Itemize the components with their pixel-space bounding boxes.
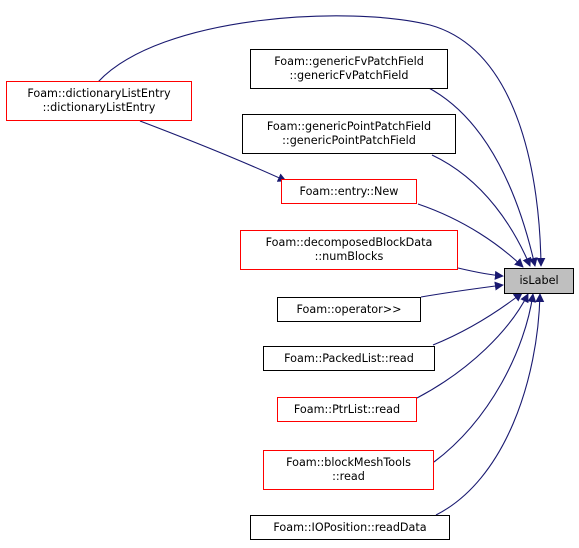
node-label-line1: Foam::genericFvPatchField — [274, 55, 424, 68]
node-label-line2: ::genericFvPatchField — [289, 69, 409, 82]
node-io-position-read-data[interactable]: Foam::IOPosition::readData — [250, 515, 450, 540]
node-entry-new[interactable]: Foam::entry::New — [281, 179, 417, 204]
edge-genericpointpatchfield-to-islabel — [431, 154, 532, 267]
edge-ioposition-readdata-to-islabel — [435, 293, 545, 516]
node-label-line2: ::genericPointPatchField — [282, 134, 416, 147]
node-target-label: isLabel — [519, 274, 559, 287]
edge-entry-new-to-islabel — [417, 203, 524, 268]
node-label-line1: Foam::operator>> — [296, 302, 402, 316]
edge-packedlist-read-to-islabel — [432, 292, 523, 346]
edge-genericfvpatchfield-to-islabel — [426, 86, 538, 267]
node-target-is-label: isLabel — [504, 268, 574, 294]
edge-operator-to-islabel — [420, 281, 504, 298]
node-block-mesh-tools-read[interactable]: Foam::blockMeshTools ::read — [263, 450, 434, 490]
node-packed-list-read[interactable]: Foam::PackedList::read — [263, 346, 435, 371]
node-label-line2: ::dictionaryListEntry — [42, 101, 156, 114]
node-generic-point-patch-field[interactable]: Foam::genericPointPatchField ::genericPo… — [242, 114, 456, 154]
node-label-line2: ::read — [332, 470, 365, 483]
edge-dictionarylistentry-to-entry-new — [139, 120, 287, 182]
node-label-line1: Foam::PtrList::read — [293, 402, 401, 416]
node-label-line1: Foam::blockMeshTools — [286, 456, 411, 469]
node-operator-extract[interactable]: Foam::operator>> — [277, 297, 421, 322]
edge-numblocks-to-islabel — [457, 267, 504, 280]
node-label-line1: Foam::genericPointPatchField — [266, 120, 432, 133]
edge-ptrlist-read-to-islabel — [416, 293, 529, 399]
node-dictionary-list-entry[interactable]: Foam::dictionaryListEntry ::dictionaryLi… — [6, 81, 192, 121]
node-label-line2: ::numBlocks — [314, 250, 384, 263]
node-label-line1: Foam::dictionaryListEntry — [27, 87, 171, 100]
node-label-line1: Foam::decomposedBlockData — [265, 236, 433, 249]
node-label-line1: Foam::PackedList::read — [284, 351, 414, 365]
edge-dictionarylistentry-to-islabel — [97, 15, 546, 267]
node-ptr-list-read[interactable]: Foam::PtrList::read — [277, 397, 417, 422]
node-generic-fv-patch-field[interactable]: Foam::genericFvPatchField ::genericFvPat… — [250, 49, 448, 89]
edge-blockmeshtools-read-to-islabel — [433, 293, 537, 463]
node-decomposed-block-data-num-blocks[interactable]: Foam::decomposedBlockData ::numBlocks — [240, 230, 458, 270]
node-label-line1: Foam::entry::New — [299, 184, 399, 198]
node-label-line1: Foam::IOPosition::readData — [273, 520, 427, 534]
